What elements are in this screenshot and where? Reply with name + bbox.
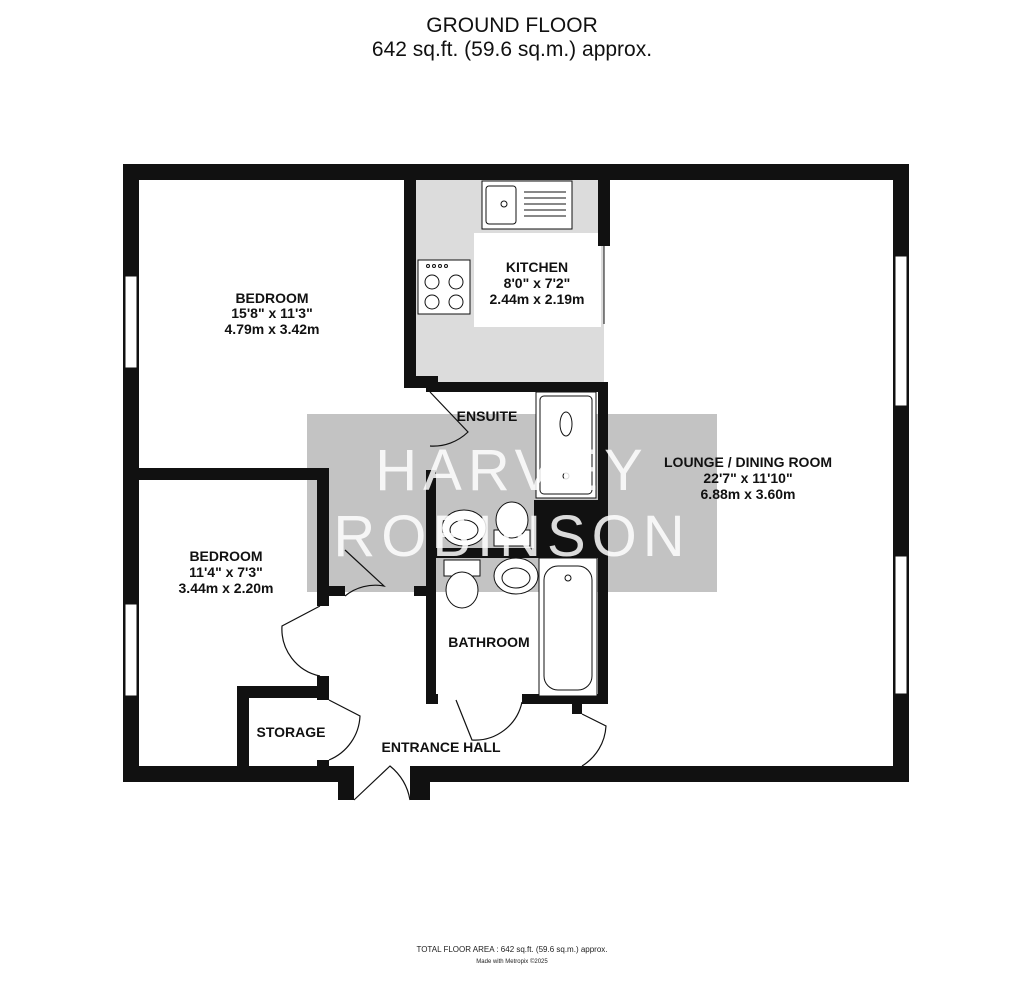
bathroom-wall-bottom-b <box>522 694 608 704</box>
storage-wall-top <box>237 686 329 698</box>
ensuite-wall-left <box>426 470 436 600</box>
hob-icon <box>417 259 471 315</box>
window-lounge-lower <box>894 555 908 695</box>
bedroom2-name: BEDROOM <box>189 548 262 564</box>
door-ensuite <box>429 391 469 447</box>
bedroom1-imperial: 15'8" x 11'3" <box>231 305 312 321</box>
room-label-bedroom1: BEDROOM 15'8" x 11'3" 4.79m x 3.42m <box>225 290 320 337</box>
door-jamb-left <box>338 766 354 800</box>
kitchen-imperial: 8'0" x 7'2" <box>504 275 571 291</box>
wall-bottom-right <box>414 766 909 782</box>
bathroom-wall-bottom-a <box>426 694 438 704</box>
kitchen-wall-right <box>598 164 610 246</box>
windows <box>124 255 908 697</box>
lounge-metric: 6.88m x 3.60m <box>701 486 796 502</box>
hall-wall-stub-left <box>317 586 345 596</box>
ensuite-wall-top <box>426 382 606 392</box>
footer-credit: Made with Metropix ©2025 <box>476 959 548 965</box>
toilet-icon <box>443 559 481 609</box>
hall-wall-stub-right <box>414 586 436 596</box>
lounge-door-stub <box>572 694 582 714</box>
bath-icon <box>538 557 598 697</box>
door-lounge <box>581 713 607 767</box>
bathroom-name: BATHROOM <box>448 634 529 650</box>
kitchen-name: KITCHEN <box>506 259 568 275</box>
window-bedroom2 <box>124 603 138 697</box>
lounge-name: LOUNGE / DINING ROOM <box>664 454 832 470</box>
ensuite-duct <box>534 500 598 548</box>
footer-total-area: TOTAL FLOOR AREA : 642 sq.ft. (59.6 sq.m… <box>416 945 608 954</box>
window-lounge-upper <box>894 255 908 407</box>
wall-top <box>123 164 909 180</box>
ensuite-basin-icon <box>441 509 487 547</box>
door-entrance <box>353 765 411 801</box>
bedroom2-wall-top <box>123 468 329 480</box>
floor-title: GROUND FLOOR <box>426 14 598 37</box>
room-label-kitchen: KITCHEN 8'0" x 7'2" 2.44m x 2.19m <box>490 259 585 307</box>
ensuite-name: ENSUITE <box>457 408 518 424</box>
storage-name: STORAGE <box>257 724 326 740</box>
kitchen-metric: 2.44m x 2.19m <box>490 291 585 307</box>
room-label-lounge: LOUNGE / DINING ROOM 22'7" x 11'10" 6.88… <box>664 454 832 502</box>
door-bathroom <box>455 699 523 741</box>
watermark-line1: HARVEY <box>375 438 648 503</box>
bathroom-wall-left <box>426 548 436 704</box>
bedroom1-name: BEDROOM <box>235 290 308 306</box>
walls <box>123 164 909 800</box>
bedroom2-imperial: 11'4" x 7'3" <box>189 564 263 580</box>
bedroom1-metric: 4.79m x 3.42m <box>225 321 320 337</box>
lounge-imperial: 22'7" x 11'10" <box>703 470 792 486</box>
window-bedroom1 <box>124 275 138 369</box>
ensuite-toilet-icon <box>493 501 531 547</box>
kitchen-label-panel <box>474 233 601 327</box>
bath-block-right-wall <box>598 382 608 700</box>
ensuite-wall-bottom <box>426 548 608 558</box>
kitchen-wall-left <box>404 164 416 388</box>
storage-wall-stub <box>317 760 329 770</box>
door-bedroom1 <box>344 549 386 597</box>
entrance-name: ENTRANCE HALL <box>382 739 501 755</box>
storage-wall-left <box>237 686 249 782</box>
floor-area: 642 sq.ft. (59.6 sq.m.) approx. <box>371 38 653 61</box>
door-jamb-right <box>410 766 430 800</box>
basin-icon <box>493 557 539 595</box>
bedroom2-wall-right <box>317 468 329 606</box>
watermark-line2: ROBINSON <box>333 504 690 569</box>
shower-icon <box>535 391 597 499</box>
door-storage <box>328 699 361 761</box>
door-bedroom2 <box>281 605 321 677</box>
room-label-bedroom2: BEDROOM 11'4" x 7'3" 3.44m x 2.20m <box>179 548 274 596</box>
bedroom2-metric: 3.44m x 2.20m <box>179 580 274 596</box>
sink-icon <box>481 180 573 230</box>
door-swings <box>281 391 607 801</box>
